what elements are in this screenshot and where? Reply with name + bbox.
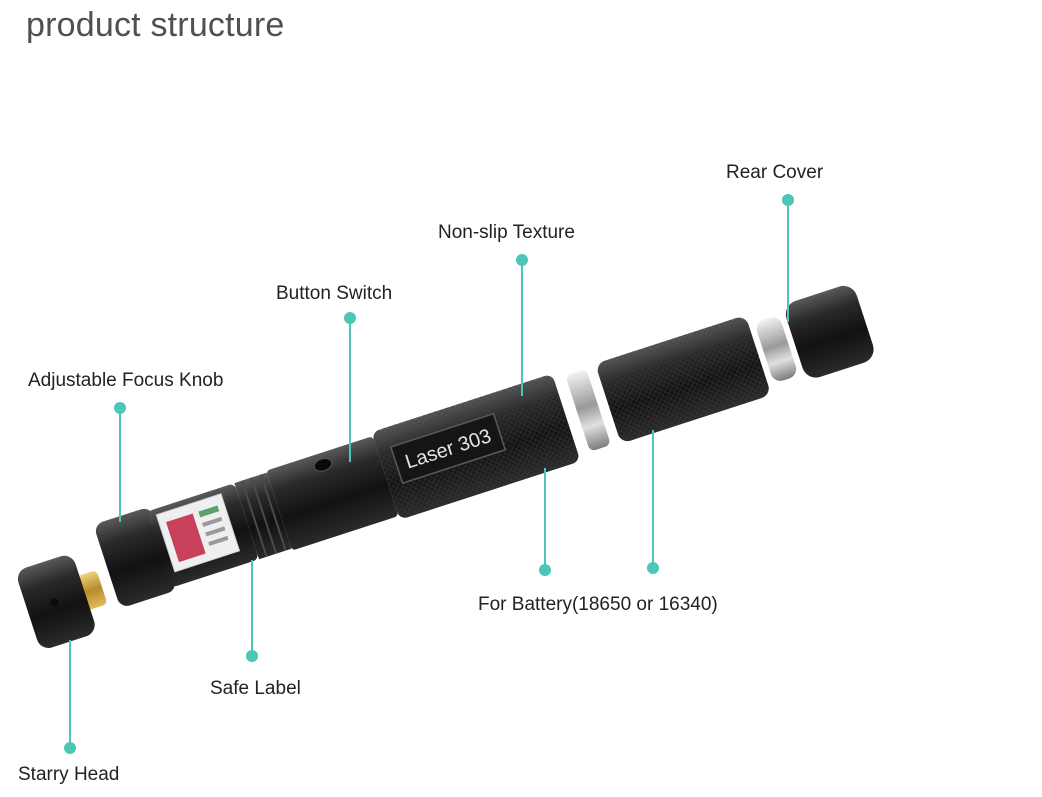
label-rear-cover: Rear Cover [726,162,824,183]
page-title: product structure [26,6,285,44]
label-non-slip-texture: Non-slip Texture [438,222,575,243]
callout-dot-button-switch [344,312,356,324]
engraving-plate [389,412,507,485]
label-adjustable-focus-knob: Adjustable Focus Knob [28,370,224,391]
metal-ring-rear [756,317,797,381]
label-for-battery: For Battery(18650 or 16340) [478,594,718,615]
label-safe-label: Safe Label [210,678,301,699]
callout-dot-rear-cover [782,194,794,206]
label-starry-head: Starry Head [18,764,120,785]
starry-head-cap [17,555,107,648]
callout-dot-starry-head [64,742,76,754]
rear-cover-shape [785,285,874,378]
label-button-switch: Button Switch [276,283,393,304]
callout-dot-battery-2 [647,562,659,574]
callout-dot-safe-label [246,650,258,662]
button-switch-shape [313,457,333,472]
safe-label-red-stripe [166,513,206,563]
callout-dot-non-slip-texture [516,254,528,266]
callout-dot-focus-knob [114,402,126,414]
metal-ring-front [566,370,610,451]
laser-body: Laser 303 [95,285,874,606]
callouts [64,194,794,754]
switch-section [267,437,398,550]
callout-dot-battery-1 [539,564,551,576]
